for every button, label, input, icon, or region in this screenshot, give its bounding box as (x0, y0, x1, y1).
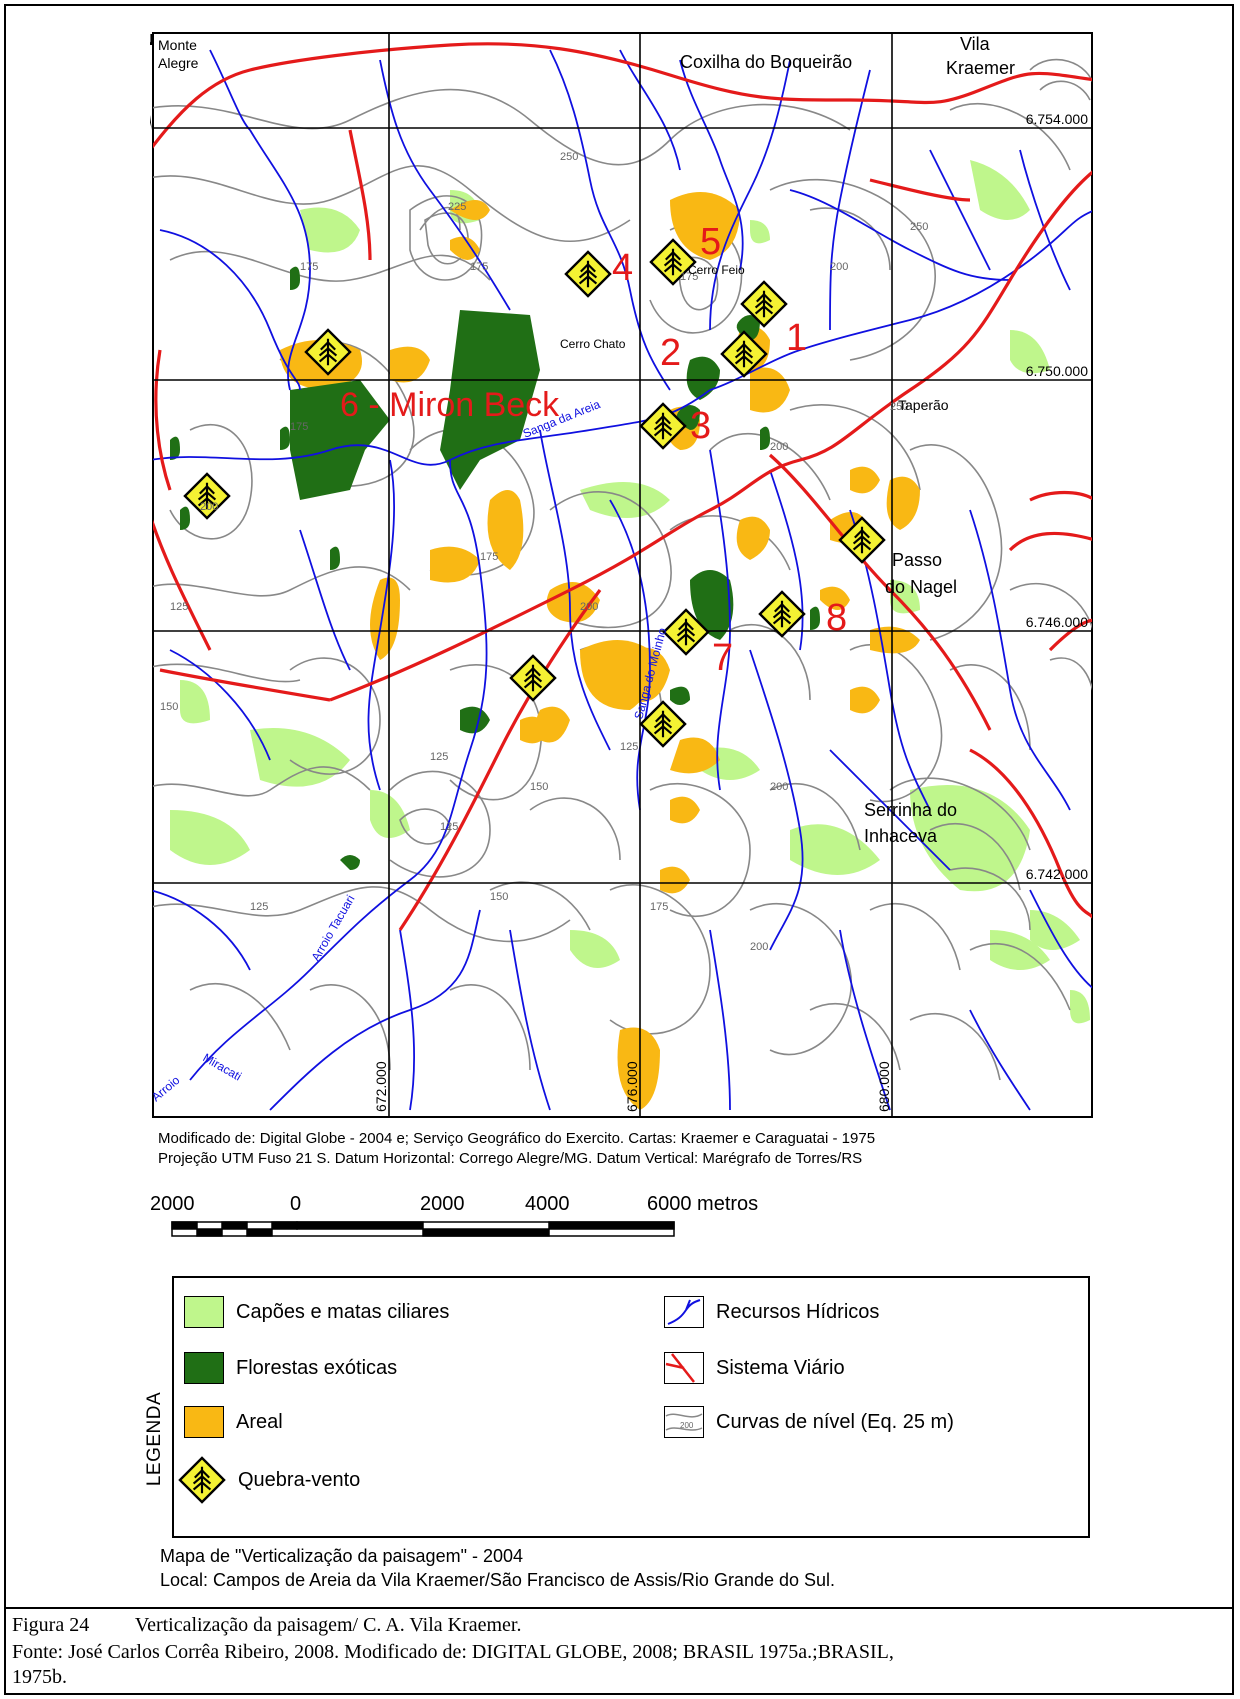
orange-swatch (184, 1406, 224, 1438)
areal-patches (280, 192, 920, 1110)
map-source-line-2: Projeção UTM Fuso 21 S. Datum Horizontal… (158, 1150, 863, 1167)
map-location: Local: Campos de Areia da Vila Kraemer/S… (160, 1570, 836, 1590)
native-forest-patches (170, 160, 1090, 1024)
contour-icon: 200 (664, 1406, 704, 1438)
svg-text:175: 175 (680, 271, 698, 283)
page-frame (4, 4, 1234, 1695)
legend-item-sistema-viario: Sistema Viário (664, 1352, 845, 1384)
svg-text:Monte: Monte (158, 37, 197, 53)
svg-text:672.000: 672.000 (373, 1061, 389, 1112)
svg-text:200: 200 (750, 941, 768, 953)
svg-text:250: 250 (890, 401, 908, 413)
legend-item-curvas-nivel: 200 Curvas de nível (Eq. 25 m) (664, 1406, 954, 1438)
svg-text:125: 125 (430, 751, 448, 763)
contour-lines (153, 58, 1092, 1081)
svg-text:Passo: Passo (892, 550, 942, 570)
svg-text:2000: 2000 (150, 1193, 195, 1215)
contour-labels: 250 175 225 175 175 200 250 200 175 250 … (160, 151, 928, 953)
svg-text:6.754.000: 6.754.000 (1026, 111, 1088, 127)
legend: LEGENDA Capões e matas ciliares Floresta… (144, 1276, 1090, 1538)
svg-text:175: 175 (300, 261, 318, 273)
svg-text:6.750.000: 6.750.000 (1026, 363, 1088, 379)
map-canvas: 250 175 225 175 175 200 250 200 175 250 … (150, 32, 1093, 1118)
svg-text:Cerro Feio: Cerro Feio (688, 263, 745, 277)
svg-text:Cerro Chato: Cerro Chato (560, 337, 626, 351)
svg-text:175: 175 (480, 551, 498, 563)
svg-text:225: 225 (448, 201, 466, 213)
svg-text:2000: 2000 (420, 1193, 465, 1215)
svg-text:Serrinha do: Serrinha do (864, 800, 957, 820)
svg-text:250: 250 (910, 221, 928, 233)
svg-text:2: 2 (660, 332, 681, 374)
svg-text:6.742.000: 6.742.000 (1026, 866, 1088, 882)
figure-caption: Figura 24 Verticalização da paisagem/ C.… (12, 1614, 521, 1637)
svg-text:150: 150 (530, 781, 548, 793)
svg-text:125: 125 (170, 601, 188, 613)
legend-item-capoes: Capões e matas ciliares (184, 1296, 449, 1328)
svg-text:200: 200 (580, 601, 598, 613)
figure-number: Figura 24 (12, 1614, 90, 1636)
windbreak-icon (178, 1456, 226, 1504)
svg-text:125: 125 (440, 821, 458, 833)
site-numbers: 1 2 3 4 5 7 8 (612, 221, 847, 679)
grid-coordinate-labels: 6.754.000 6.750.000 6.746.000 6.742.000 … (373, 111, 1088, 1112)
svg-text:1: 1 (786, 317, 807, 359)
svg-text:Inhaceva: Inhaceva (864, 826, 938, 846)
svg-text:150: 150 (490, 891, 508, 903)
svg-text:250: 250 (560, 151, 578, 163)
map-border (152, 32, 1093, 1118)
svg-text:4000: 4000 (525, 1193, 570, 1215)
legend-item-quebra-vento: Quebra-vento (178, 1456, 360, 1504)
svg-text:6 - Miron Beck: 6 - Miron Beck (340, 386, 560, 424)
roads (153, 42, 1092, 931)
svg-text:3: 3 (690, 405, 711, 447)
north-arrow-label: N (150, 32, 154, 49)
legend-item-areal: Areal (184, 1406, 283, 1438)
svg-text:125: 125 (620, 741, 638, 753)
light-green-swatch (184, 1296, 224, 1328)
river-icon (664, 1296, 704, 1328)
utm-grid (153, 33, 1092, 1117)
svg-text:8: 8 (826, 597, 847, 639)
road-icon (664, 1352, 704, 1384)
caption-separator (4, 1607, 1234, 1609)
map-source-line-1: Modificado de: Digital Globe - 2004 e; S… (158, 1130, 876, 1147)
figure-title: Verticalização da paisagem/ C. A. Vila K… (134, 1614, 522, 1636)
dark-green-swatch (184, 1352, 224, 1384)
svg-text:5: 5 (700, 221, 721, 263)
north-arrow-icon (150, 115, 152, 130)
svg-text:7: 7 (712, 637, 733, 679)
svg-text:680.000: 680.000 (876, 1061, 892, 1112)
svg-text:0: 0 (290, 1193, 301, 1215)
svg-text:200: 200 (770, 781, 788, 793)
svg-text:4: 4 (612, 247, 633, 289)
legend-item-recursos-hidricos: Recursos Hídricos (664, 1296, 879, 1328)
svg-text:175: 175 (650, 901, 668, 913)
legend-item-florestas: Florestas exóticas (184, 1352, 397, 1384)
svg-text:Coxilha do Boqueirão: Coxilha do Boqueirão (680, 52, 852, 72)
svg-text:150: 150 (160, 701, 178, 713)
svg-text:do Nagel: do Nagel (885, 577, 957, 597)
svg-text:6000 metros: 6000 metros (647, 1193, 758, 1215)
svg-text:Taperão: Taperão (898, 397, 949, 413)
svg-text:6.746.000: 6.746.000 (1026, 614, 1088, 630)
svg-text:200: 200 (200, 501, 218, 513)
svg-text:175: 175 (290, 421, 308, 433)
svg-text:676.000: 676.000 (624, 1061, 640, 1112)
figure-source-line-1: Fonte: José Carlos Corrêa Ribeiro, 2008.… (12, 1641, 894, 1663)
exotic-forest-patches (170, 266, 820, 870)
figure-source-line-2: 1975b. (12, 1666, 67, 1688)
svg-text:Kraemer: Kraemer (946, 58, 1015, 78)
map-title: Mapa de "Verticalização da paisagem" - 2… (160, 1546, 523, 1566)
svg-text:200: 200 (770, 441, 788, 453)
svg-text:Alegre: Alegre (158, 55, 199, 71)
svg-text:200: 200 (830, 261, 848, 273)
svg-text:200: 200 (680, 1421, 694, 1430)
scale-bar: 2000 0 2000 4000 6000 metros (150, 1193, 758, 1237)
svg-text:125: 125 (250, 901, 268, 913)
svg-text:Vila: Vila (960, 34, 991, 54)
svg-text:175: 175 (470, 261, 488, 273)
